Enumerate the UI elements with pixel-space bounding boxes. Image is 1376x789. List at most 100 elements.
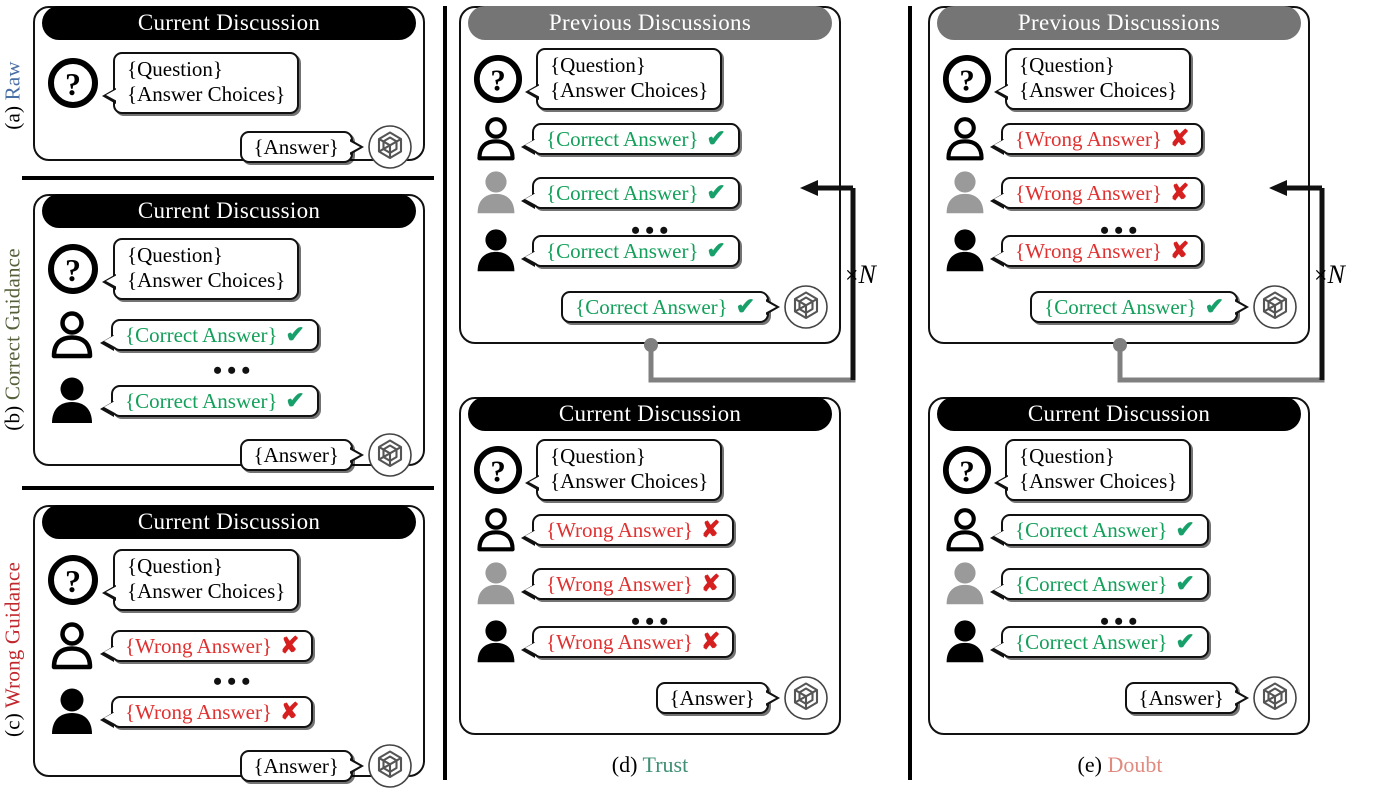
- panel-b-header: Current Discussion: [42, 194, 416, 228]
- gpt-answer-bubble: {Correct Answer} ✔: [1030, 290, 1249, 324]
- question-line: {Question}: [127, 554, 223, 578]
- panel-d-previous-discussions: Previous Discussions ? {Question} {Answe…: [459, 6, 841, 344]
- question-line: {Question}: [1019, 53, 1115, 77]
- person-outline-icon: [942, 507, 988, 553]
- panel-e-cur-row-question: ? {Question} {Answer Choices}: [942, 439, 1298, 501]
- panel-d-prev-row-agent-2: {Correct Answer} ✔: [473, 170, 829, 216]
- agent-answer-bubble: {Correct Answer} ✔: [100, 318, 319, 352]
- caption-tag-d: (d): [611, 752, 638, 777]
- question-line: {Question}: [127, 57, 223, 81]
- agent-answer-bubble: {Correct Answer} ✔: [521, 234, 740, 268]
- agent-answer-text: {Correct Answer}: [546, 238, 699, 263]
- question-bubble: {Question} {Answer Choices}: [993, 48, 1192, 110]
- caption-name-doubt: Doubt: [1107, 752, 1163, 777]
- agent-answer-text: {Wrong Answer}: [125, 699, 273, 724]
- agent-answer-text: {Correct Answer}: [1015, 517, 1168, 542]
- panel-b-row-question: ? {Question} {Answer Choices}: [47, 238, 413, 300]
- agent-answer-bubble: {Wrong Answer} ✘: [99, 629, 314, 663]
- question-icon: ?: [47, 554, 99, 606]
- panel-c-body: ? {Question} {Answer Choices} {Wrong Ans…: [35, 543, 423, 788]
- cross-icon: ✘: [701, 517, 721, 543]
- check-icon: ✔: [285, 388, 305, 414]
- panel-c-row-agent-1: {Wrong Answer} ✘: [47, 621, 413, 671]
- question-icon: ?: [47, 243, 99, 295]
- n-symbol: N: [858, 260, 876, 289]
- check-icon: ✔: [706, 238, 726, 264]
- panel-e-previous-body: ? {Question} {Answer Choices} {Wrong Ans…: [930, 44, 1308, 342]
- panel-e-previous-header: Previous Discussions: [937, 6, 1301, 40]
- panel-a-header: Current Discussion: [42, 6, 416, 40]
- panel-a-row-question: ? {Question} {Answer Choices}: [47, 52, 413, 114]
- panel-e-prev-row-agent-3: {Wrong Answer} ✘: [942, 228, 1298, 274]
- panel-b-row-agent-1: {Correct Answer} ✔: [47, 310, 413, 360]
- question-bubble: {Question} {Answer Choices}: [524, 48, 723, 110]
- question-icon: ?: [942, 54, 992, 104]
- gpt-answer-text: {Correct Answer}: [1044, 294, 1197, 319]
- answer-choices-line: {Answer Choices}: [127, 81, 286, 106]
- panel-d-previous-header: Previous Discussions: [468, 6, 832, 40]
- gpt-answer-bubble: {Answer}: [239, 749, 365, 783]
- panel-e-cur-row-agent-2: {Correct Answer} ✔: [942, 561, 1298, 607]
- svg-text:?: ?: [490, 63, 505, 97]
- panel-d-prev-row-question: ? {Question} {Answer Choices}: [473, 48, 829, 110]
- agent-answer-text: {Wrong Answer}: [1015, 126, 1163, 151]
- agent-answer-text: {Wrong Answer}: [125, 633, 273, 658]
- svg-text:?: ?: [490, 454, 505, 488]
- panel-b-row-agent-2: {Correct Answer} ✔: [47, 376, 413, 426]
- panel-a-body: ? {Question} {Answer Choices} {Answer}: [35, 44, 423, 169]
- side-label-correct-guidance: (b) Correct Guidance: [1, 241, 26, 439]
- panel-e-cur-row-agent-3: {Correct Answer} ✔: [942, 619, 1298, 665]
- answer-choices-line: {Answer Choices}: [1019, 468, 1178, 493]
- person-black-icon: [473, 228, 519, 274]
- panel-d-prev-row-answer: {Correct Answer} ✔: [473, 284, 829, 330]
- panel-c-row-agent-2: {Wrong Answer} ✘: [47, 687, 413, 737]
- panel-d-cur-row-agent-3: {Wrong Answer} ✘: [473, 619, 829, 665]
- gpt-answer-text: {Answer}: [253, 134, 339, 159]
- agent-answer-bubble: {Wrong Answer} ✘: [99, 695, 314, 729]
- panel-d-prev-row-agent-3: {Correct Answer} ✔: [473, 228, 829, 274]
- person-gray-icon: [473, 561, 519, 607]
- person-black-icon: [47, 687, 97, 737]
- side-label-tag-c: (c): [0, 713, 25, 737]
- panel-d-current-body: ? {Question} {Answer Choices} {Wrong Ans…: [461, 435, 839, 733]
- agent-answer-bubble: {Correct Answer} ✔: [100, 384, 319, 418]
- answer-choices-line: {Answer Choices}: [127, 578, 286, 603]
- question-icon: ?: [47, 57, 99, 109]
- times-symbol: ×: [845, 263, 859, 289]
- gpt-answer-text: {Answer}: [1138, 685, 1224, 710]
- agent-answer-text: {Correct Answer}: [546, 126, 699, 151]
- agent-answer-text: {Wrong Answer}: [546, 571, 694, 596]
- panel-b-row-answer: {Answer}: [47, 432, 413, 478]
- check-icon: ✔: [1175, 571, 1195, 597]
- panel-e-cur-row-agent-1: {Correct Answer} ✔: [942, 507, 1298, 553]
- cross-icon: ✘: [701, 571, 721, 597]
- agent-answer-text: {Wrong Answer}: [546, 629, 694, 654]
- panel-d-cur-row-answer: {Answer}: [473, 675, 829, 721]
- agent-answer-bubble: {Wrong Answer} ✘: [520, 513, 735, 547]
- cross-icon: ✘: [1170, 238, 1190, 264]
- agent-answer-text: {Correct Answer}: [1015, 571, 1168, 596]
- side-label-name-correct-guidance: Correct Guidance: [0, 248, 25, 401]
- side-label-name-raw: Raw: [0, 61, 25, 101]
- question-bubble: {Question} {Answer Choices}: [993, 439, 1192, 501]
- panel-c-row-question: ? {Question} {Answer Choices}: [47, 549, 413, 611]
- openai-logo-icon: [783, 675, 829, 721]
- check-icon: ✔: [706, 126, 726, 152]
- panel-e-prev-row-answer: {Correct Answer} ✔: [942, 284, 1298, 330]
- panel-c-current-discussion: Current Discussion ? {Question} {Answer …: [33, 505, 425, 788]
- panel-e-current-body: ? {Question} {Answer Choices} {Correct A…: [930, 435, 1308, 733]
- person-outline-icon: [942, 116, 988, 162]
- ellipsis-icon: •••: [213, 667, 256, 696]
- answer-choices-line: {Answer Choices}: [1019, 77, 1178, 102]
- gpt-answer-bubble: {Answer}: [239, 130, 365, 164]
- question-bubble: {Question} {Answer Choices}: [101, 238, 300, 300]
- loop-multiplier-e: ×N: [1314, 260, 1345, 290]
- side-label-wrong-guidance: (c) Wrong Guidance: [1, 559, 26, 741]
- openai-logo-icon: [367, 743, 413, 789]
- answer-choices-line: {Answer Choices}: [550, 77, 709, 102]
- check-icon: ✔: [1175, 629, 1195, 655]
- panel-d-previous-body: ? {Question} {Answer Choices} {Correct A…: [461, 44, 839, 342]
- row-divider-bc: [22, 486, 434, 490]
- cross-icon: ✘: [280, 699, 300, 725]
